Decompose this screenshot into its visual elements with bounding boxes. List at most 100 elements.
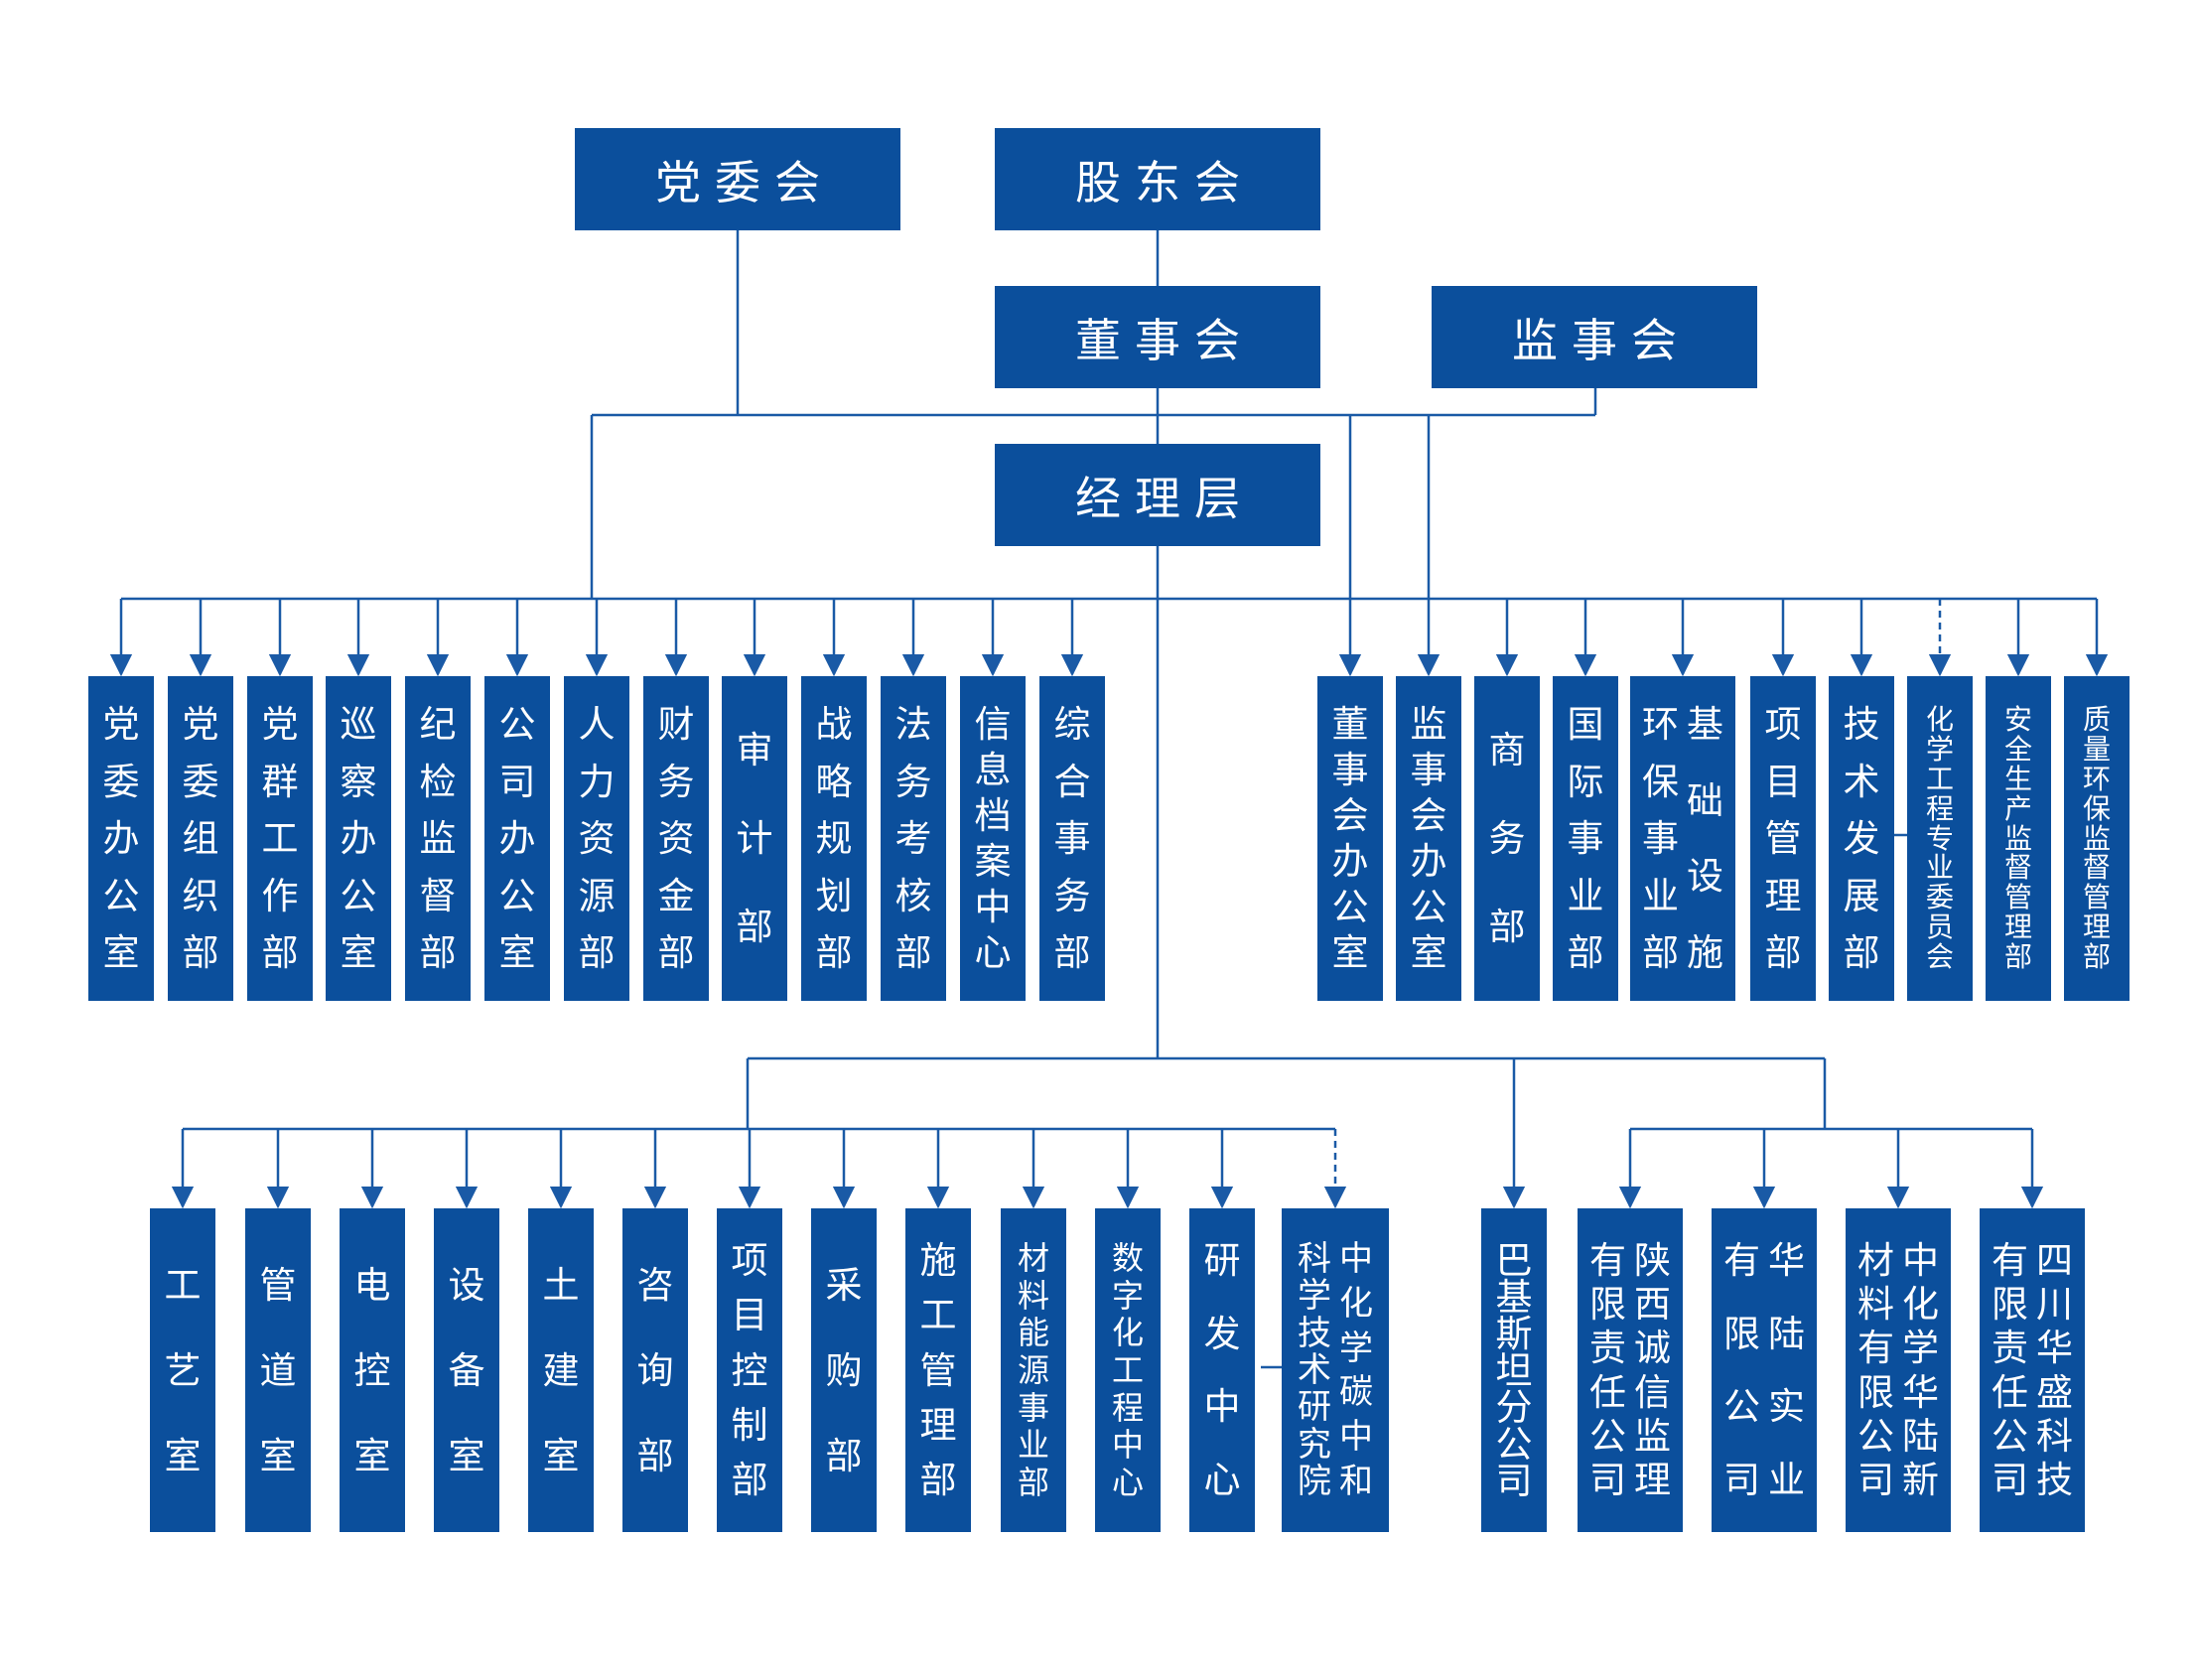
right-dept-box-5-label: 环保事业部 bbox=[1642, 703, 1679, 974]
right-dept-box-6-label: 项目管理部 bbox=[1764, 703, 1802, 974]
left-dept-box-7-label: 人力资源部 bbox=[578, 703, 616, 974]
subsidiary-box-4: 中化学华陆新材料有限公司 bbox=[1846, 1208, 1951, 1532]
right-dept-box-9: 安全生产监督管理部 bbox=[1986, 676, 2051, 1001]
left-dept-box-12-label: 信息档案中心 bbox=[974, 703, 1012, 974]
business-unit-box-13: 中化学碳中和科学技术研究院 bbox=[1282, 1208, 1389, 1532]
subsidiary-box-3: 华陆实业有限公司 bbox=[1712, 1208, 1817, 1532]
subsidiary-box-4-label: 材料有限公司 bbox=[1857, 1239, 1894, 1501]
left-dept-box-11-label: 法务考核部 bbox=[894, 703, 932, 974]
left-dept-box-10-label: 战略规划部 bbox=[815, 703, 853, 974]
supervisors-box: 监事会 bbox=[1432, 286, 1757, 388]
left-dept-box-9: 审计部 bbox=[722, 676, 787, 1001]
business-unit-box-12: 研发中心 bbox=[1189, 1208, 1255, 1532]
right-dept-box-7-label: 技术发展部 bbox=[1843, 703, 1880, 974]
right-dept-box-4-label: 国际事业部 bbox=[1567, 703, 1604, 974]
business-unit-box-13-label: 科学技术研究院 bbox=[1298, 1239, 1331, 1501]
business-unit-box-3-label: 电控室 bbox=[353, 1263, 391, 1477]
right-dept-box-8-label: 化学工程专业委员会 bbox=[1925, 703, 1954, 973]
left-dept-box-3-label: 党群工作部 bbox=[261, 703, 299, 974]
right-dept-box-9-label: 安全生产监督管理部 bbox=[2003, 703, 2032, 973]
right-dept-box-1: 董事会办公室 bbox=[1317, 676, 1383, 1001]
business-unit-box-8: 采购部 bbox=[811, 1208, 877, 1532]
subsidiary-box-1-label: 巴基斯坦分公司 bbox=[1495, 1239, 1533, 1502]
left-dept-box-9-label: 审计部 bbox=[736, 729, 773, 948]
left-dept-box-7: 人力资源部 bbox=[564, 676, 629, 1001]
business-unit-box-12-label: 研发中心 bbox=[1203, 1239, 1241, 1501]
right-dept-box-10-label: 质量环保监督管理部 bbox=[2082, 703, 2111, 973]
business-unit-box-2: 管道室 bbox=[245, 1208, 311, 1532]
business-unit-box-1: 工艺室 bbox=[150, 1208, 215, 1532]
shareholders-box: 股东会 bbox=[995, 128, 1320, 230]
right-dept-box-2: 监事会办公室 bbox=[1396, 676, 1461, 1001]
business-unit-box-6: 咨询部 bbox=[622, 1208, 688, 1532]
board-box: 董事会 bbox=[995, 286, 1320, 388]
left-dept-box-6: 公司办公室 bbox=[484, 676, 550, 1001]
business-unit-box-8-label: 采购部 bbox=[825, 1263, 863, 1477]
business-unit-box-7-label: 项目控制部 bbox=[731, 1239, 768, 1501]
subsidiary-box-3-label: 华陆实业 bbox=[1768, 1239, 1805, 1501]
left-dept-box-5: 纪检监督部 bbox=[405, 676, 471, 1001]
left-dept-box-12: 信息档案中心 bbox=[960, 676, 1026, 1001]
business-unit-box-13-label: 中化学碳中和 bbox=[1339, 1239, 1373, 1501]
business-unit-box-7: 项目控制部 bbox=[717, 1208, 782, 1532]
right-dept-box-4: 国际事业部 bbox=[1553, 676, 1618, 1001]
subsidiary-box-2: 陕西诚信监理有限责任公司 bbox=[1578, 1208, 1683, 1532]
left-dept-box-13-label: 综合事务部 bbox=[1053, 703, 1091, 974]
management-label: 经理层 bbox=[1075, 471, 1254, 525]
left-dept-box-10: 战略规划部 bbox=[801, 676, 867, 1001]
business-unit-box-10: 材料能源事业部 bbox=[1001, 1208, 1066, 1532]
right-dept-box-3-label: 商务部 bbox=[1488, 729, 1526, 948]
subsidiary-box-5-label: 有限责任公司 bbox=[1992, 1239, 2028, 1501]
business-unit-box-2-label: 管道室 bbox=[259, 1263, 297, 1477]
subsidiary-box-4-label: 中化学华陆新 bbox=[1902, 1239, 1939, 1501]
business-unit-box-3: 电控室 bbox=[340, 1208, 405, 1532]
business-unit-box-4: 设备室 bbox=[434, 1208, 499, 1532]
right-dept-box-5: 基础设施环保事业部 bbox=[1630, 676, 1735, 1001]
left-dept-box-6-label: 公司办公室 bbox=[498, 703, 536, 974]
right-dept-box-7: 技术发展部 bbox=[1829, 676, 1894, 1001]
business-unit-box-1-label: 工艺室 bbox=[164, 1263, 202, 1477]
left-dept-box-1: 党委办公室 bbox=[88, 676, 154, 1001]
right-dept-box-3: 商务部 bbox=[1474, 676, 1540, 1001]
subsidiary-box-2-label: 有限责任公司 bbox=[1589, 1239, 1626, 1501]
left-dept-box-3: 党群工作部 bbox=[247, 676, 313, 1001]
right-dept-box-10: 质量环保监督管理部 bbox=[2064, 676, 2130, 1001]
party-committee-box: 党委会 bbox=[575, 128, 900, 230]
right-dept-box-8: 化学工程专业委员会 bbox=[1907, 676, 1973, 1001]
right-dept-box-5-label: 基础设施 bbox=[1687, 703, 1723, 974]
business-unit-box-6-label: 咨询部 bbox=[636, 1263, 674, 1477]
shareholders-label: 股东会 bbox=[1075, 155, 1254, 210]
left-dept-box-11: 法务考核部 bbox=[881, 676, 946, 1001]
left-dept-box-5-label: 纪检监督部 bbox=[419, 703, 457, 974]
business-unit-box-11: 数字化工程中心 bbox=[1095, 1208, 1161, 1532]
right-dept-box-2-label: 监事会办公室 bbox=[1410, 703, 1447, 974]
right-dept-box-1-label: 董事会办公室 bbox=[1331, 703, 1369, 974]
business-unit-box-11-label: 数字化工程中心 bbox=[1111, 1239, 1144, 1501]
business-unit-box-4-label: 设备室 bbox=[448, 1263, 485, 1477]
left-dept-box-1-label: 党委办公室 bbox=[102, 703, 140, 974]
left-dept-box-4-label: 巡察办公室 bbox=[340, 703, 377, 974]
business-unit-box-9: 施工管理部 bbox=[905, 1208, 971, 1532]
business-unit-box-5-label: 土建室 bbox=[542, 1263, 580, 1477]
subsidiary-box-5: 四川华盛科技有限责任公司 bbox=[1980, 1208, 2085, 1532]
board-label: 董事会 bbox=[1075, 313, 1254, 367]
subsidiary-box-5-label: 四川华盛科技 bbox=[2036, 1239, 2073, 1501]
left-dept-box-2-label: 党委组织部 bbox=[182, 703, 219, 974]
left-dept-box-2: 党委组织部 bbox=[168, 676, 233, 1001]
supervisors-label: 监事会 bbox=[1512, 313, 1691, 367]
left-dept-box-8-label: 财务资金部 bbox=[657, 703, 695, 974]
left-dept-box-13: 综合事务部 bbox=[1039, 676, 1105, 1001]
left-dept-box-4: 巡察办公室 bbox=[326, 676, 391, 1001]
management-box: 经理层 bbox=[995, 444, 1320, 546]
subsidiary-box-1: 巴基斯坦分公司 bbox=[1481, 1208, 1547, 1532]
business-unit-box-10-label: 材料能源事业部 bbox=[1017, 1239, 1049, 1501]
business-unit-box-5: 土建室 bbox=[528, 1208, 594, 1532]
party-committee-label: 党委会 bbox=[655, 155, 834, 210]
subsidiary-box-2-label: 陕西诚信监理 bbox=[1634, 1239, 1671, 1501]
left-dept-box-8: 财务资金部 bbox=[643, 676, 709, 1001]
business-unit-box-9-label: 施工管理部 bbox=[919, 1239, 957, 1501]
right-dept-box-6: 项目管理部 bbox=[1750, 676, 1816, 1001]
subsidiary-box-3-label: 有限公司 bbox=[1723, 1239, 1760, 1501]
